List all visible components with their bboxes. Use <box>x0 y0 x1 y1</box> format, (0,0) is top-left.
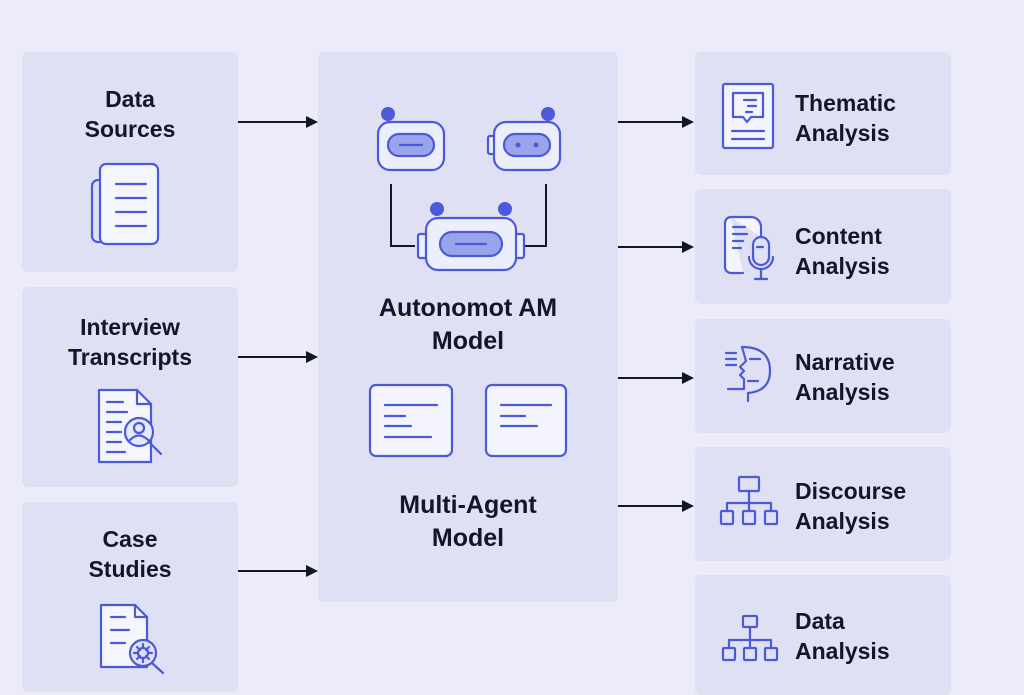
label-line: Data <box>105 86 155 112</box>
input-label-case-studies: Case Studies <box>22 524 238 584</box>
label-line: Autonomot AM <box>378 294 558 322</box>
document-microphone-icon <box>723 215 775 281</box>
label-line: Analysis <box>795 120 890 146</box>
label-line: Transcripts <box>68 344 192 370</box>
hierarchy-icon <box>719 475 779 526</box>
face-profile-icon <box>724 345 772 403</box>
input-label-interview-transcripts: Interview Transcripts <box>22 312 238 372</box>
arrow-to-content <box>618 241 694 253</box>
label-line: Analysis <box>795 253 890 279</box>
label-line: Thematic <box>795 90 896 116</box>
arrow-data-sources-to-model <box>238 116 318 128</box>
output-box-content <box>695 189 951 304</box>
output-label-narrative: Narrative Analysis <box>795 347 895 407</box>
output-label-data-analysis: Data Analysis <box>795 606 890 666</box>
label-line: Model <box>431 327 505 355</box>
label-line: Analysis <box>795 508 890 534</box>
hierarchy-icon <box>721 614 779 662</box>
label-line: Analysis <box>795 379 890 405</box>
output-box-data-analysis <box>695 575 951 695</box>
output-label-content: Content Analysis <box>795 221 890 281</box>
label-line: Interview <box>80 314 180 340</box>
document-stack-icon <box>90 162 160 246</box>
label-line: Data <box>795 608 845 634</box>
output-label-thematic: Thematic Analysis <box>795 88 896 148</box>
text-panel-icon <box>484 383 568 458</box>
arrow-to-narrative <box>618 372 694 384</box>
label-line: Narrative <box>795 349 895 375</box>
model-box <box>318 52 618 602</box>
multi-agent-model-title: Multi-Agent Model <box>318 489 618 555</box>
document-search-user-icon <box>97 388 163 464</box>
document-search-virus-icon <box>99 603 165 675</box>
text-panel-icon <box>368 383 454 458</box>
arrow-transcripts-to-model <box>238 351 318 363</box>
label-line: Analysis <box>795 638 890 664</box>
input-label-data-sources: Data Sources <box>22 84 238 144</box>
agent-robots-icon <box>376 107 562 272</box>
label-line: Model <box>431 524 505 552</box>
label-line: Studies <box>88 556 172 582</box>
label-line: Discourse <box>795 478 907 504</box>
arrow-to-discourse <box>618 500 694 512</box>
document-comment-icon <box>721 82 775 150</box>
label-line: Sources <box>84 116 176 142</box>
label-line: Case <box>102 526 158 552</box>
output-label-discourse: Discourse Analysis <box>795 476 906 536</box>
autonomous-model-title: Autonomot AM Model <box>318 292 618 358</box>
output-box-narrative <box>695 319 951 433</box>
label-line: Multi-Agent <box>399 491 537 519</box>
arrow-to-thematic <box>618 116 694 128</box>
label-line: Content <box>795 223 882 249</box>
arrow-case-studies-to-model <box>238 565 318 577</box>
